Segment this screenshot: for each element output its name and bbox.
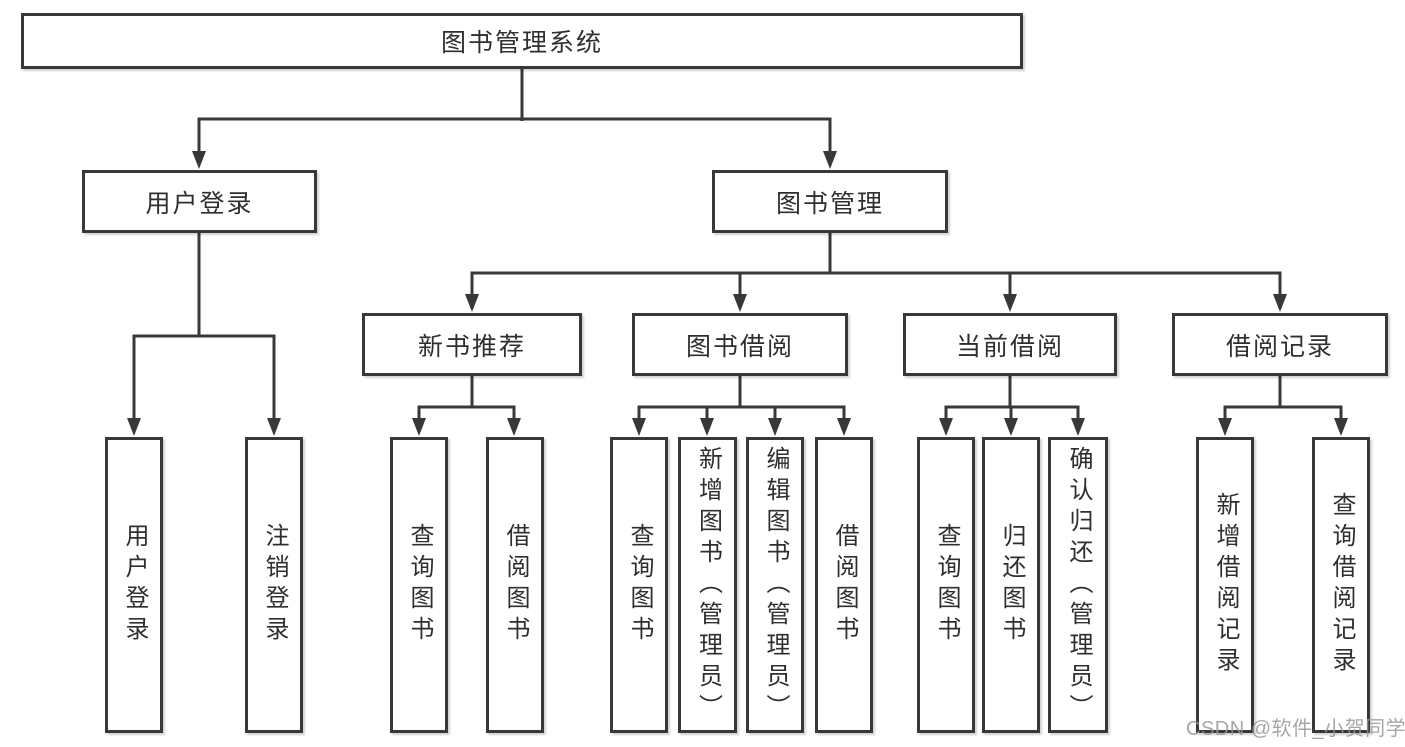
node-label: 用户登录 [145, 189, 254, 218]
node-label: 借阅图书 [502, 523, 529, 647]
leaf-user-login: 用户登录 [105, 437, 163, 733]
node-user-login: 用户登录 [82, 170, 317, 233]
leaf-nbr-query-books: 查询图书 [390, 437, 448, 733]
node-label: 确认归还（管理员） [1065, 445, 1092, 725]
node-new-book-recommend: 新书推荐 [362, 313, 582, 376]
node-label: 编辑图书（管理员） [762, 445, 789, 725]
node-label: 新增借阅记录 [1212, 492, 1239, 678]
node-current-borrowing: 当前借阅 [903, 313, 1117, 376]
node-label: 查询图书 [933, 523, 960, 647]
node-book-management: 图书管理 [712, 170, 948, 233]
leaf-nbr-borrow-books: 借阅图书 [486, 437, 544, 733]
node-label: 新书推荐 [417, 332, 526, 361]
node-label: 查询图书 [626, 523, 653, 647]
node-label: 查询图书 [406, 523, 433, 647]
node-label: 图书借阅 [685, 332, 794, 361]
leaf-bb-add-books-admin: 新增图书（管理员） [678, 437, 737, 733]
node-label: 新增图书（管理员） [694, 445, 722, 725]
node-label: 图书管理 [775, 189, 884, 218]
node-book-borrowing: 图书借阅 [632, 313, 848, 376]
node-label: 借阅图书 [831, 523, 858, 647]
node-label: 查询借阅记录 [1328, 492, 1355, 678]
leaf-cb-query-books: 查询图书 [917, 437, 975, 733]
node-label: 当前借阅 [955, 332, 1064, 361]
leaf-bb-borrow-books: 借阅图书 [815, 437, 873, 733]
leaf-bb-query-books: 查询图书 [610, 437, 668, 733]
watermark: CSDN @软件_小贺同学 [1186, 718, 1405, 740]
node-borrowing-records: 借阅记录 [1172, 313, 1388, 376]
leaf-br-query-record: 查询借阅记录 [1312, 437, 1370, 733]
node-label: 归还图书 [998, 523, 1025, 647]
leaf-cb-return-books: 归还图书 [982, 437, 1040, 733]
node-library-management-system: 图书管理系统 [21, 13, 1023, 69]
leaf-bb-edit-books-admin: 编辑图书（管理员） [746, 437, 804, 733]
node-label: 图书管理系统 [440, 29, 603, 57]
node-label: 用户登录 [121, 523, 148, 647]
connector-path [132, 68, 1343, 424]
leaf-cb-confirm-return-admin: 确认归还（管理员） [1048, 437, 1108, 733]
leaf-logout: 注销登录 [245, 437, 303, 733]
node-label: 借阅记录 [1225, 332, 1334, 361]
leaf-br-add-record: 新增借阅记录 [1196, 437, 1254, 733]
node-label: 注销登录 [261, 523, 288, 647]
